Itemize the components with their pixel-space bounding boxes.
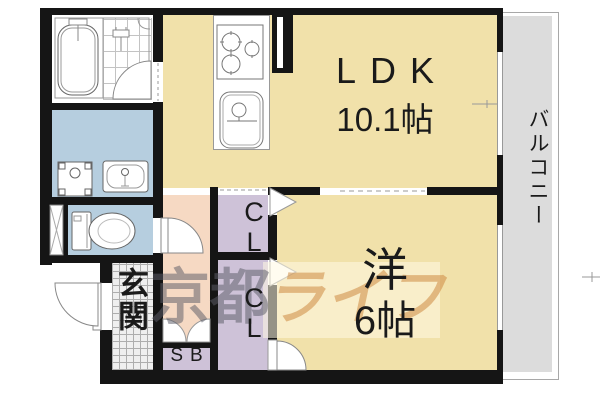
wall-segment [497,330,503,372]
balcony [503,16,552,372]
window-ldk [497,52,503,155]
watermark-part1: 京都 [150,264,270,331]
kitchen-sink-icon [219,91,264,149]
wall-segment [153,263,163,370]
bedroom-size-label: 6帖 [353,299,417,343]
wall-segment [163,342,210,348]
wall-segment [268,187,320,195]
watermark: 京都ライフ [150,258,457,338]
ldk-label: LDK [335,50,449,91]
wall-segment [153,102,163,218]
bedroom-door-arc [267,339,307,371]
bathroom-outline [54,17,151,99]
balcony-label: バルコニー [526,108,549,228]
washing-machine-icon [57,161,93,197]
ldk-size-label: 10.1帖 [336,101,434,138]
wall-segment [497,8,503,52]
closet-lower-label: CL [239,283,269,343]
wall-segment [427,187,497,195]
closet-strip [218,195,268,370]
toilet-door-arc [153,217,204,254]
watermark-backing [263,262,440,338]
window-ticks [472,100,600,282]
gas-stove-icon [216,24,264,80]
bathroom-door-slot [155,62,161,102]
bathtub-icon [57,18,99,96]
wall-segment [40,8,503,15]
wall-segment [63,205,68,255]
closet-upper-label: CL [239,197,269,257]
shoebox-door-arcs [162,318,211,343]
wall-segment [210,252,277,260]
window-bedroom [497,225,503,330]
wall-segment [153,253,163,263]
bathroom-door-arc [112,60,152,100]
wall-slit [277,17,283,68]
wall-segment [100,370,503,384]
toilet-icon [71,211,136,251]
shoebox-label: SB [170,345,210,366]
wall-segment [52,197,163,205]
pipe-space-icon [49,204,64,256]
shoebox-area [163,348,210,370]
wall-segment [268,215,277,252]
vanity-sink-icon [102,160,149,193]
partition-dashes [220,189,425,192]
entrance-door-arc [54,282,112,331]
shower-faucet-icon [112,27,130,51]
wall-segment [52,103,163,110]
bedroom-label: 洋 [362,244,408,296]
wall-segment [153,15,163,62]
wall-segment [40,8,52,265]
wall-segment [210,187,218,370]
wall-segment [497,155,503,225]
entrance-area [112,263,153,370]
wall-segment [40,255,163,263]
entrance-label: 玄関 [113,267,148,333]
